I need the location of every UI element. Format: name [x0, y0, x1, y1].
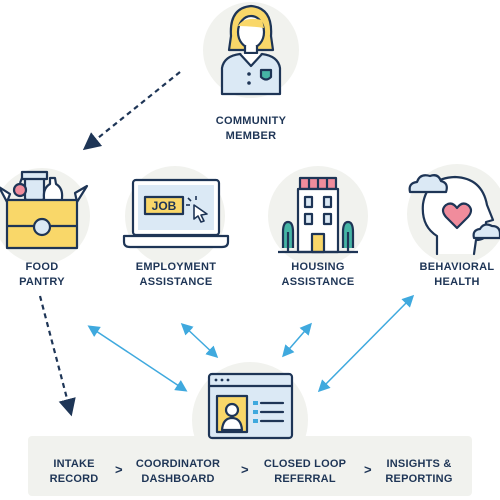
person-icon [220, 4, 282, 96]
food-hub-link [87, 325, 188, 392]
workflow-step-insights-reporting: INSIGHTS & REPORTING [385, 458, 453, 485]
grocery-box-icon [0, 170, 89, 250]
employment-hub-link [180, 322, 219, 359]
housing-assistance-label: HOUSING ASSISTANCE [281, 261, 355, 288]
job-sign-text: JOB [152, 199, 177, 213]
record-window-icon [207, 372, 294, 440]
laptop-job-icon [122, 178, 230, 249]
workflow-step-coordinator-dashboard: COORDINATOR DASHBOARD [135, 458, 221, 485]
workflow-step-intake-record: INTAKE RECORD [49, 458, 99, 485]
workflow-separator: > [364, 462, 372, 477]
workflow-separator: > [241, 462, 249, 477]
food-to-intake-arrow [38, 295, 76, 417]
workflow-bar [28, 436, 472, 496]
community-member-label: COMMUNITY MEMBER [215, 115, 287, 142]
workflow-step-closed-loop-referral: CLOSED LOOP REFERRAL [263, 458, 347, 485]
apartment-building-icon [278, 176, 358, 254]
food-pantry-label: FOOD PANTRY [19, 261, 65, 288]
housing-hub-link [282, 322, 312, 358]
employment-assistance-label: EMPLOYMENT ASSISTANCE [135, 261, 217, 288]
health-hub-link [317, 294, 415, 393]
workflow-separator: > [115, 462, 123, 477]
head-heart-icon [408, 174, 500, 256]
behavioral-health-label: BEHAVIORAL HEALTH [419, 261, 495, 288]
person-to-food-arrow [82, 71, 181, 151]
